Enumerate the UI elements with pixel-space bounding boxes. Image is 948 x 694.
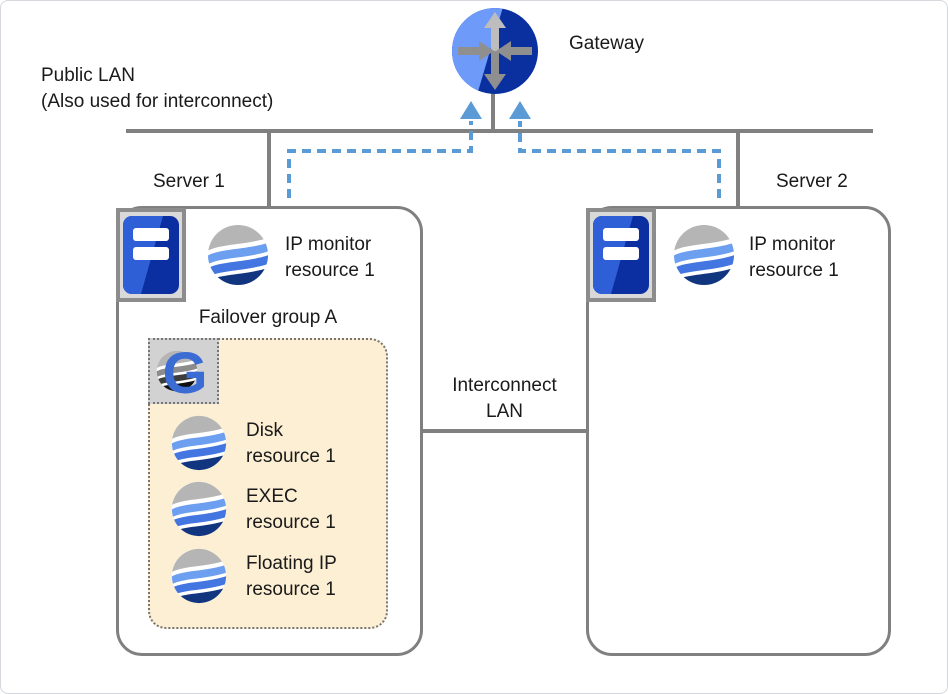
server2-ip-monitor-label: IP monitor resource 1 xyxy=(749,232,839,284)
floating-ip-resource-label-line2: resource 1 xyxy=(246,579,336,600)
server2-title: Server 2 xyxy=(776,171,848,192)
server1-server-icon xyxy=(116,208,186,302)
public-lan-label-line2: (Also used for interconnect) xyxy=(41,91,274,112)
server1-ip-monitor-resource-icon xyxy=(207,224,269,286)
server2-server-icon xyxy=(586,208,656,302)
public-lan-label-line1: Public LAN xyxy=(41,65,135,86)
server2-ip-monitor-label-line1: IP monitor xyxy=(749,234,836,255)
server2-box xyxy=(586,206,891,656)
disk-resource-label: Disk resource 1 xyxy=(246,418,336,470)
exec-resource-label-line1: EXEC xyxy=(246,486,298,507)
floating-ip-resource-label: Floating IP resource 1 xyxy=(246,551,337,603)
disk-resource-label-line2: resource 1 xyxy=(246,446,336,467)
server1-monitor-arrowhead xyxy=(460,101,482,119)
failover-group-icon: G xyxy=(148,338,219,404)
failover-group-icon-letter: G xyxy=(162,341,207,401)
gateway-label: Gateway xyxy=(569,33,644,54)
disk-resource-label-line1: Disk xyxy=(246,420,283,441)
disk-resource-icon xyxy=(171,415,227,471)
interconnect-lan-label-line2: LAN xyxy=(486,401,523,422)
exec-resource-icon xyxy=(171,481,227,537)
server1-ip-monitor-label: IP monitor resource 1 xyxy=(285,232,375,284)
floating-ip-resource-icon xyxy=(171,548,227,604)
server2-lan-connector-line xyxy=(736,133,740,209)
server1-title: Server 1 xyxy=(153,171,225,192)
exec-resource-label: EXEC resource 1 xyxy=(246,484,336,536)
public-lan-label: Public LAN (Also used for interconnect) xyxy=(41,63,273,115)
gateway-connector-line xyxy=(491,89,495,130)
server2-ip-monitor-resource-icon xyxy=(673,224,735,286)
gateway-icon xyxy=(451,7,539,95)
exec-resource-label-line2: resource 1 xyxy=(246,512,336,533)
server1-ip-monitor-label-line2: resource 1 xyxy=(285,260,375,281)
interconnect-lan-label-line1: Interconnect xyxy=(452,375,557,396)
server2-ip-monitor-label-line2: resource 1 xyxy=(749,260,839,281)
public-lan-line xyxy=(126,129,873,133)
interconnect-lan-label: Interconnect LAN xyxy=(423,373,586,425)
server2-monitor-arrowhead xyxy=(509,101,531,119)
server1-lan-connector-line xyxy=(267,133,271,209)
server1-ip-monitor-label-line1: IP monitor xyxy=(285,234,372,255)
failover-group-title: Failover group A xyxy=(198,307,338,328)
interconnect-lan-line xyxy=(423,429,586,433)
floating-ip-resource-label-line1: Floating IP xyxy=(246,553,337,574)
